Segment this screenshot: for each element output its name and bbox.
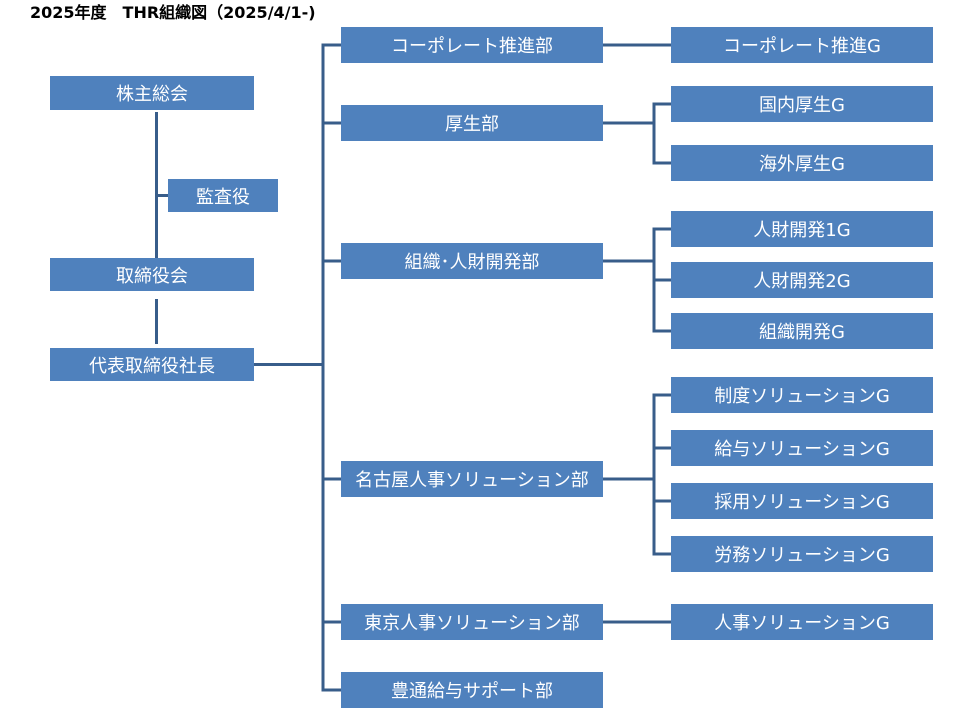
department-box: コーポレート推進部	[341, 27, 603, 63]
page-title: 2025年度 THR組織図（2025/4/1-)	[30, 3, 316, 22]
department-box: 東京人事ソリューション部	[341, 604, 603, 640]
group-box: 採用ソリューションG	[671, 483, 933, 519]
group-box: 労務ソリューションG	[671, 536, 933, 572]
group-box: 国内厚生G	[671, 86, 933, 122]
auditor-connector	[155, 194, 168, 197]
group-box: 人事ソリューションG	[671, 604, 933, 640]
group-box: 人財開発2G	[671, 262, 933, 298]
shareholders-board-connector	[155, 112, 158, 258]
group-box: 組織開発G	[671, 313, 933, 349]
president-box: 代表取締役社長	[50, 348, 254, 381]
auditor-box: 監査役	[168, 179, 278, 212]
department-box: 厚生部	[341, 105, 603, 141]
president-trunk-connector	[254, 363, 323, 366]
group-box: 給与ソリューションG	[671, 430, 933, 466]
department-box: 組織･人財開発部	[341, 243, 603, 279]
group-box: 海外厚生G	[671, 145, 933, 181]
group-box: 制度ソリューションG	[671, 377, 933, 413]
group-box: コーポレート推進G	[671, 27, 933, 63]
board-of-directors-box: 取締役会	[50, 258, 254, 291]
board-president-connector	[155, 299, 158, 344]
shareholders-meeting-box: 株主総会	[50, 76, 254, 110]
department-box: 豊通給与サポート部	[341, 672, 603, 708]
group-box: 人財開発1G	[671, 211, 933, 247]
department-box: 名古屋人事ソリューション部	[341, 461, 603, 497]
